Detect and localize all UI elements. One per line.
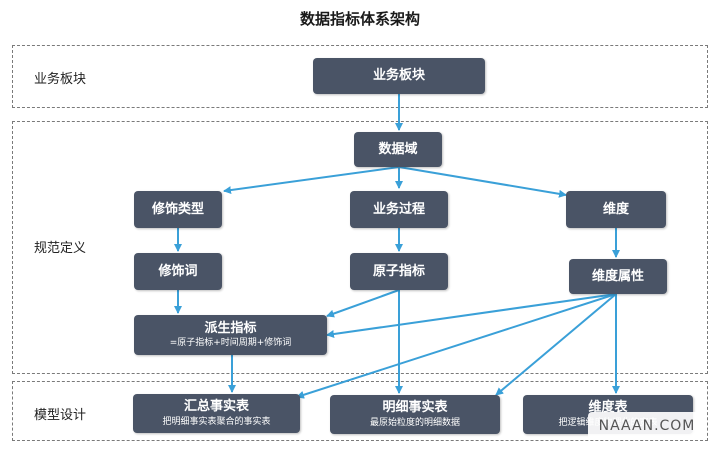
node-atomic-metric: 原子指标 bbox=[350, 253, 448, 290]
node-detail-fact-table: 明细事实表 最原始粒度的明细数据 bbox=[330, 395, 500, 434]
node-business-block: 业务板块 bbox=[313, 58, 485, 94]
node-modifier-word-label: 修饰词 bbox=[158, 263, 198, 279]
node-dimension-table-label: 维度表 bbox=[588, 400, 628, 416]
node-dimension-label: 维度 bbox=[602, 201, 629, 217]
node-detail-fact-table-desc: 最原始粒度的明细数据 bbox=[369, 417, 460, 428]
layer-label-spec: 规范定义 bbox=[34, 241, 87, 256]
node-atomic-metric-label: 原子指标 bbox=[372, 263, 425, 279]
node-derived-metric-formula: =原子指标+时间周期+修饰词 bbox=[169, 338, 292, 349]
watermark: NAAAN.COM bbox=[588, 412, 706, 440]
node-dimension: 维度 bbox=[566, 191, 666, 228]
edge-atomic-to-derived bbox=[326, 289, 400, 318]
edge-domain-to-dimension bbox=[398, 166, 567, 198]
node-summary-fact-table-desc: 把明细事实表聚合的事实表 bbox=[162, 416, 271, 427]
node-business-process-label: 业务过程 bbox=[372, 201, 425, 217]
edge-attr-to-derived bbox=[326, 293, 617, 338]
node-dimension-attr: 维度属性 bbox=[569, 259, 667, 294]
diagram-title: 数据指标体系架构 bbox=[299, 10, 420, 28]
node-data-domain-label: 数据域 bbox=[378, 141, 418, 157]
node-modifier-type-label: 修饰类型 bbox=[151, 201, 204, 217]
layer-business bbox=[12, 45, 708, 108]
layer-label-model: 模型设计 bbox=[34, 408, 87, 423]
layer-label-business: 业务板块 bbox=[34, 72, 87, 87]
layer-model bbox=[12, 381, 708, 441]
node-dimension-attr-label: 维度属性 bbox=[591, 268, 644, 284]
node-summary-fact-table-label: 汇总事实表 bbox=[183, 399, 249, 415]
edge-attr-to-summary bbox=[296, 293, 617, 399]
layer-spec bbox=[12, 121, 708, 374]
node-detail-fact-table-label: 明细事实表 bbox=[382, 400, 448, 416]
node-summary-fact-table: 汇总事实表 把明细事实表聚合的事实表 bbox=[133, 394, 300, 433]
node-data-domain: 数据域 bbox=[354, 132, 442, 167]
node-business-process: 业务过程 bbox=[350, 191, 448, 228]
edge-attr-to-detail bbox=[495, 293, 617, 396]
node-derived-metric-label: 派生指标 bbox=[204, 320, 257, 336]
edge-domain-to-modifier-type bbox=[223, 166, 400, 195]
node-business-block-label: 业务板块 bbox=[372, 68, 425, 84]
node-modifier-word: 修饰词 bbox=[134, 253, 222, 290]
node-derived-metric: 派生指标 =原子指标+时间周期+修饰词 bbox=[134, 315, 327, 355]
node-modifier-type: 修饰类型 bbox=[134, 191, 222, 228]
